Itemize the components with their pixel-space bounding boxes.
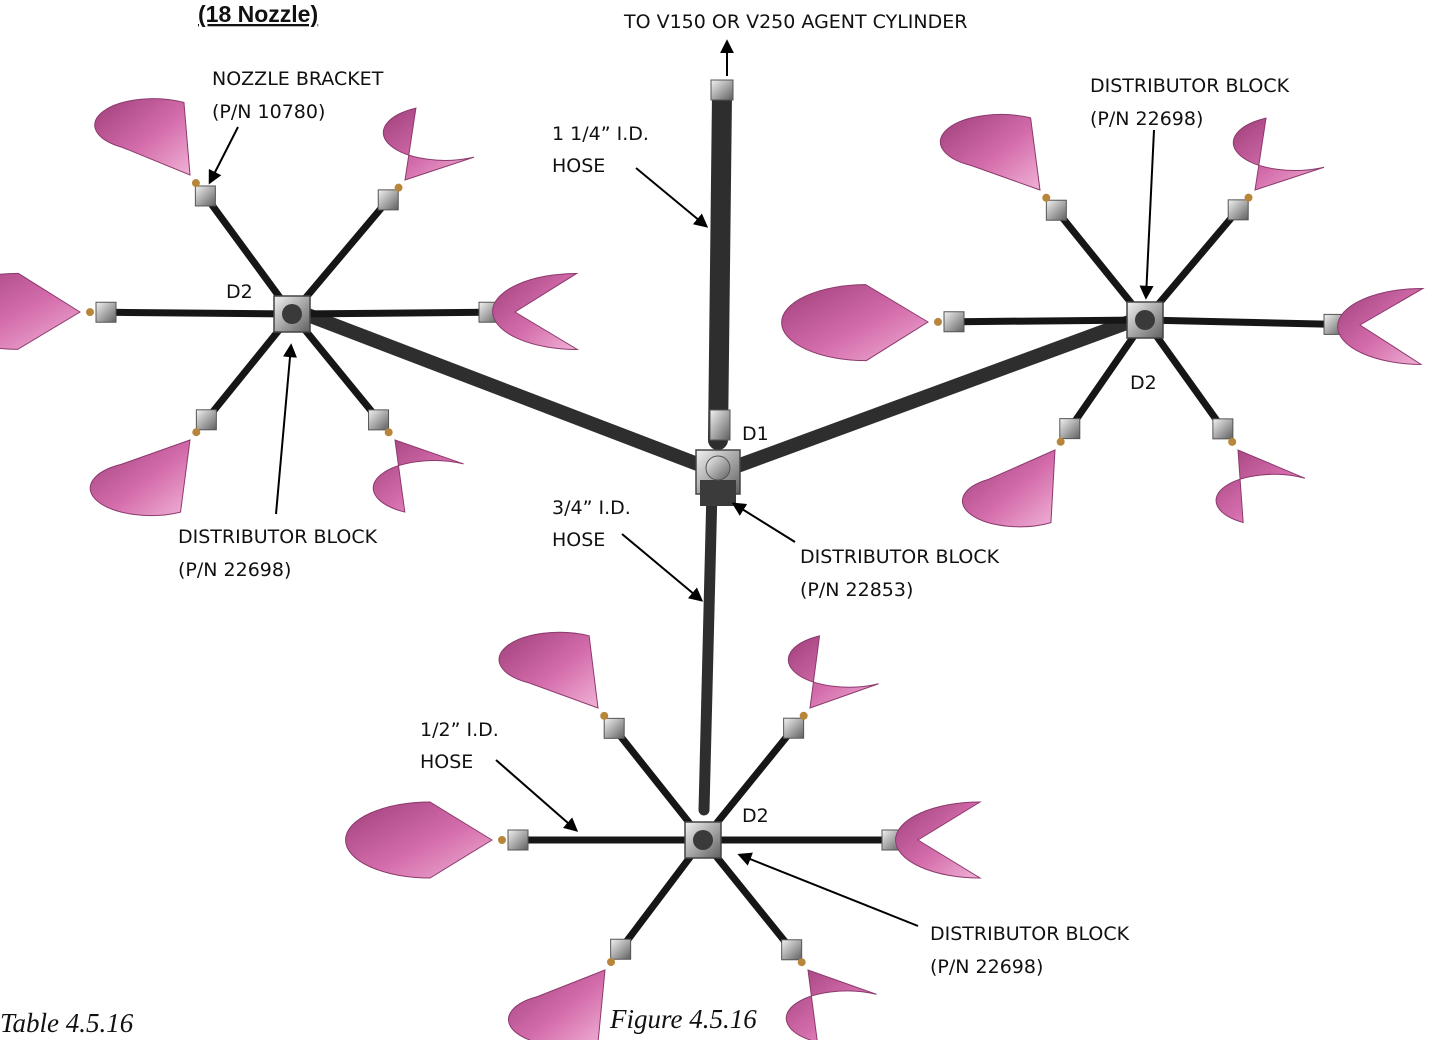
nozzle-cone <box>89 439 191 517</box>
nozzle-cone <box>507 969 606 1040</box>
nozzle-bracket <box>368 409 390 431</box>
hose-main-label: HOSE <box>552 155 605 177</box>
distributor-block-d1 <box>695 449 741 506</box>
distributor-hub <box>1135 310 1155 330</box>
nozzle-cluster-right <box>781 113 1425 528</box>
nozzle-cone <box>0 272 81 350</box>
nozzle-fitting <box>1244 193 1253 202</box>
nozzle-fitting <box>85 308 94 317</box>
nozzle-cluster-left <box>0 98 580 517</box>
nozzle-fitting <box>1056 437 1065 446</box>
hose-mid-size: 3/4” I.D. <box>552 497 631 519</box>
dist-center-pn: (P/N 22853) <box>800 579 913 601</box>
nozzle-bracket <box>1045 199 1067 221</box>
nozzle-bracket <box>95 301 117 323</box>
nozzle-cone <box>492 272 580 350</box>
branch-hose-left <box>293 305 707 472</box>
nozzle-cone <box>94 98 191 176</box>
leader-dist-right <box>1139 129 1155 300</box>
leader-dist-left <box>275 343 297 515</box>
nozzle-fitting <box>607 958 616 967</box>
nozzle-fitting <box>1042 193 1051 202</box>
nozzle-cone <box>781 284 929 362</box>
nozzle-cone <box>785 969 877 1040</box>
dist-right-pn: (P/N 22698) <box>1090 108 1203 130</box>
nozzle-cone <box>787 635 879 709</box>
nozzle-fitting <box>600 711 609 720</box>
small-hose <box>106 308 296 318</box>
small-hose <box>954 316 1149 326</box>
nozzle-cone <box>382 107 475 181</box>
leader-nozzle-bracket <box>208 126 239 185</box>
nozzle-fitting <box>394 183 403 192</box>
hose-small-size: 1/2” I.D. <box>420 719 499 741</box>
leader-hose-small <box>495 759 579 832</box>
nozzle-bracket <box>1227 199 1249 221</box>
nozzle-bracket <box>943 311 965 333</box>
small-hose <box>204 195 296 318</box>
nozzle-bracket-pn: (P/N 10780) <box>212 101 325 123</box>
nozzle-bracket <box>195 409 217 431</box>
d1-label: D1 <box>742 423 769 445</box>
small-hose <box>1141 316 1334 328</box>
nozzle-cone <box>1337 287 1425 365</box>
nozzle-bracket <box>1059 418 1081 440</box>
nozzle-cone <box>961 449 1056 528</box>
nozzle-bracket <box>610 938 632 960</box>
nozzle-bracket <box>1212 418 1234 440</box>
d2-left-label: D2 <box>226 281 253 303</box>
dist-right-label: DISTRIBUTOR BLOCK <box>1090 75 1290 97</box>
nozzle-bracket <box>781 939 803 961</box>
nozzle-bracket <box>603 717 625 739</box>
nozzle-fitting <box>498 836 506 844</box>
hose-small-label: HOSE <box>420 751 473 773</box>
nozzle-fitting <box>799 711 808 720</box>
leader-hose-main <box>635 167 709 228</box>
nozzle-cone <box>345 801 493 879</box>
nozzle-cone <box>1215 449 1306 524</box>
dist-left-pn: (P/N 22698) <box>178 559 291 581</box>
d2-right-label: D2 <box>1130 372 1157 394</box>
nozzle-bracket <box>194 185 216 207</box>
main-supply-hose <box>708 79 734 450</box>
dist-center-label: DISTRIBUTOR BLOCK <box>800 546 1000 568</box>
hose-mid-label: HOSE <box>552 529 605 551</box>
nozzle-cone <box>372 439 464 513</box>
leader-hose-mid <box>621 533 704 602</box>
dist-left-label: DISTRIBUTOR BLOCK <box>178 526 378 548</box>
dist-bottom-label: DISTRIBUTOR BLOCK <box>930 923 1130 945</box>
nozzle-cone <box>1232 117 1325 191</box>
nozzle-fitting <box>933 317 942 326</box>
nozzle-cone <box>939 113 1041 191</box>
dist-bottom-pn: (P/N 22698) <box>930 956 1043 978</box>
nozzle-bracket <box>377 189 399 211</box>
distributor-hub <box>693 830 713 850</box>
branch-hose-right <box>733 311 1147 472</box>
nozzle-fitting <box>192 428 201 437</box>
d2-bottom-label: D2 <box>742 805 769 827</box>
branch-hose-bottom <box>698 484 718 816</box>
leader-dist-bottom <box>737 852 919 927</box>
nozzle-bracket <box>507 829 529 851</box>
hose-main-size: 1 1/4” I.D. <box>552 123 649 145</box>
figure-caption: Figure 4.5.16 <box>609 1004 757 1034</box>
nozzle-bracket <box>783 717 805 739</box>
nozzle-fitting <box>191 179 200 188</box>
nozzle-fitting <box>1228 437 1237 446</box>
leader-dist-center <box>731 502 796 543</box>
page-title: (18 Nozzle) <box>198 1 318 27</box>
nozzle-bracket-label: NOZZLE BRACKET <box>212 68 384 90</box>
nozzle-fitting <box>797 958 806 967</box>
outlet-label: TO V150 OR V250 AGENT CYLINDER <box>623 11 967 33</box>
nozzle-fitting <box>384 428 393 437</box>
nozzle-cone <box>498 631 599 709</box>
nozzle-cone <box>895 801 982 879</box>
small-hose <box>288 308 489 318</box>
nozzle-cluster-bottom <box>345 631 982 1040</box>
distributor-hub <box>282 304 302 324</box>
table-caption: Table 4.5.16 <box>0 1008 134 1038</box>
